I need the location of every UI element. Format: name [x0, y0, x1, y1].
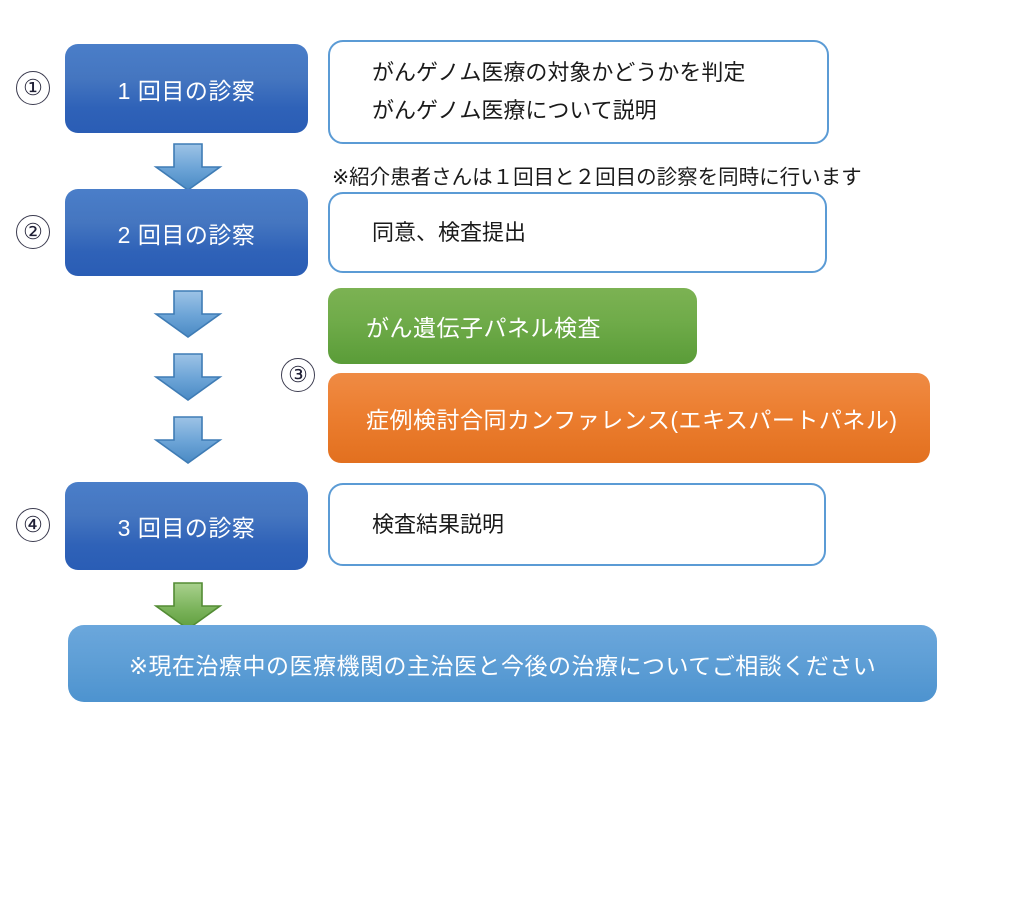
- step-marker-3: ③: [281, 358, 315, 392]
- note-box-second-consultation: 同意、検査提出: [328, 192, 827, 273]
- arrow-down-5-green: [152, 580, 224, 632]
- step-box-third-consultation[interactable]: 3 回目の診察: [65, 482, 308, 570]
- step-box-first-consultation[interactable]: 1 回目の診察: [65, 44, 308, 133]
- arrow-down-1: [152, 142, 224, 192]
- step-marker-2: ②: [16, 215, 50, 249]
- note-line: 検査結果説明: [372, 511, 505, 537]
- note-line: 同意、検査提出: [372, 219, 527, 245]
- step-box-third-consultation-label: 3 回目の診察: [117, 515, 256, 541]
- arrow-down-2: [152, 288, 224, 340]
- process-box-gene-panel-test[interactable]: がん遺伝子パネル検査: [328, 288, 697, 364]
- step-box-second-consultation-label: 2 回目の診察: [117, 221, 256, 248]
- process-box-expert-panel-conference[interactable]: 症例検討合同カンファレンス(エキスパートパネル): [328, 373, 930, 463]
- note-line: がんゲノム医療について説明: [372, 98, 657, 123]
- step-marker-1: ①: [16, 71, 50, 105]
- note-box-third-consultation: 検査結果説明: [328, 483, 826, 566]
- process-box-expert-panel-conference-label: 症例検討合同カンファレンス(エキスパートパネル): [366, 407, 898, 433]
- step-box-second-consultation[interactable]: 2 回目の診察: [65, 189, 308, 276]
- step-box-first-consultation-label: 1 回目の診察: [117, 77, 256, 104]
- bottom-banner-consult-physician[interactable]: ※現在治療中の医療機関の主治医と今後の治療についてご相談ください: [68, 625, 937, 702]
- arrow-down-4: [152, 414, 224, 466]
- process-box-gene-panel-test-label: がん遺伝子パネル検査: [366, 315, 601, 341]
- arrow-down-3: [152, 351, 224, 403]
- note-box-first-consultation: がんゲノム医療の対象かどうかを判定 がんゲノム医療について説明: [328, 40, 829, 144]
- step-marker-4: ④: [16, 508, 50, 542]
- note-line: がんゲノム医療の対象かどうかを判定: [372, 60, 746, 86]
- caption-referral-note: ※紹介患者さんは１回目と２回目の診察を同時に行います: [332, 166, 862, 189]
- bottom-banner-label: ※現在治療中の医療機関の主治医と今後の治療についてご相談ください: [128, 652, 877, 679]
